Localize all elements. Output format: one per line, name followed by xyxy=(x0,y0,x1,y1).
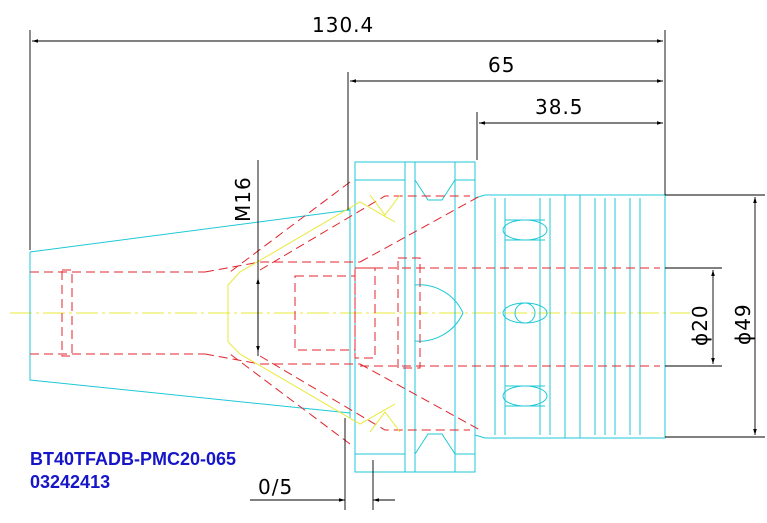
hidden-lines xyxy=(30,181,660,445)
yellow-construction xyxy=(227,194,401,433)
dim-outer-diameter-text: ϕ49 xyxy=(731,303,755,345)
dim-gauge-length-text: 65 xyxy=(488,53,515,77)
dim-bore-diameter-text: ϕ20 xyxy=(688,304,712,346)
code-label: 03242413 xyxy=(30,472,111,492)
body-outline xyxy=(474,194,666,439)
part-number-label: BT40TFADB-PMC20-065 xyxy=(30,449,237,469)
dim-gauge-length: 65 xyxy=(347,53,663,210)
dim-tolerance-text: 0/5 xyxy=(258,475,293,499)
dim-body-length: 38.5 xyxy=(476,95,663,160)
taper-shank-outline xyxy=(29,208,351,418)
dim-overall-length: 130.4 xyxy=(29,13,666,250)
dim-body-length-text: 38.5 xyxy=(535,95,584,119)
dim-tolerance: 0/5 xyxy=(250,418,395,510)
dim-bore-diameter: ϕ20 xyxy=(665,267,722,367)
dim-outer-diameter: ϕ49 xyxy=(665,194,765,438)
dim-thread: M16 xyxy=(231,160,260,356)
dim-thread-text: M16 xyxy=(231,176,255,222)
flange-outline xyxy=(354,161,476,473)
dim-overall-length-text: 130.4 xyxy=(312,13,374,37)
